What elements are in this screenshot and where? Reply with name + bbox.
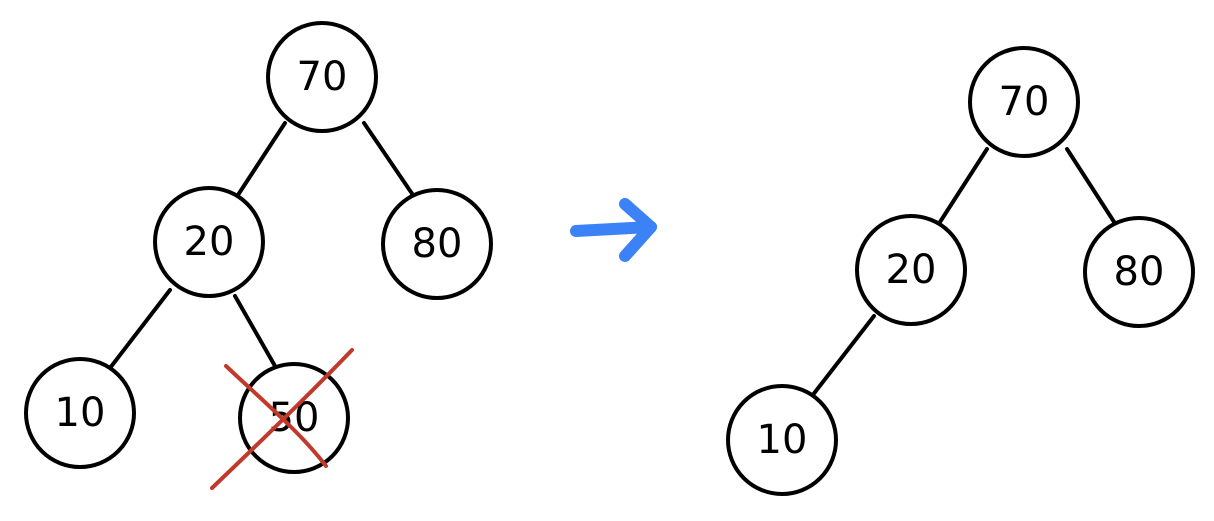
edge-70-80 [362,121,417,200]
node-label: 20 [886,247,937,293]
edge-70-80 [1065,147,1120,230]
node-label: 80 [1114,249,1165,295]
tree-node-right: 80 [381,188,493,300]
edge-20-50 [233,294,277,368]
node-label: 20 [184,219,235,265]
tree-node-root: 70 [968,46,1080,158]
tree-node-left-left: 10 [726,384,838,496]
node-label: 10 [757,417,808,463]
before-tree: 70 20 80 10 50 [24,21,493,490]
node-label: 80 [412,221,463,267]
tree-node-left: 20 [153,186,265,298]
node-label: 10 [55,390,106,436]
tree-node-left-left: 10 [24,357,136,469]
node-label: 50 [269,395,320,441]
tree-node-root: 70 [266,21,378,133]
after-tree: 70 20 80 10 [726,46,1195,496]
edge-20-10 [810,314,876,398]
edge-70-20 [234,121,287,200]
node-label: 70 [297,54,348,100]
delete-cross-icon [210,348,354,490]
edge-20-10 [108,288,172,370]
arrow-right-icon [570,198,657,262]
node-label: 70 [999,79,1050,125]
tree-node-left-right-deleted: 50 [238,362,350,474]
edge-70-20 [938,147,989,224]
tree-node-right: 80 [1083,216,1195,328]
tree-node-left: 20 [855,214,967,326]
